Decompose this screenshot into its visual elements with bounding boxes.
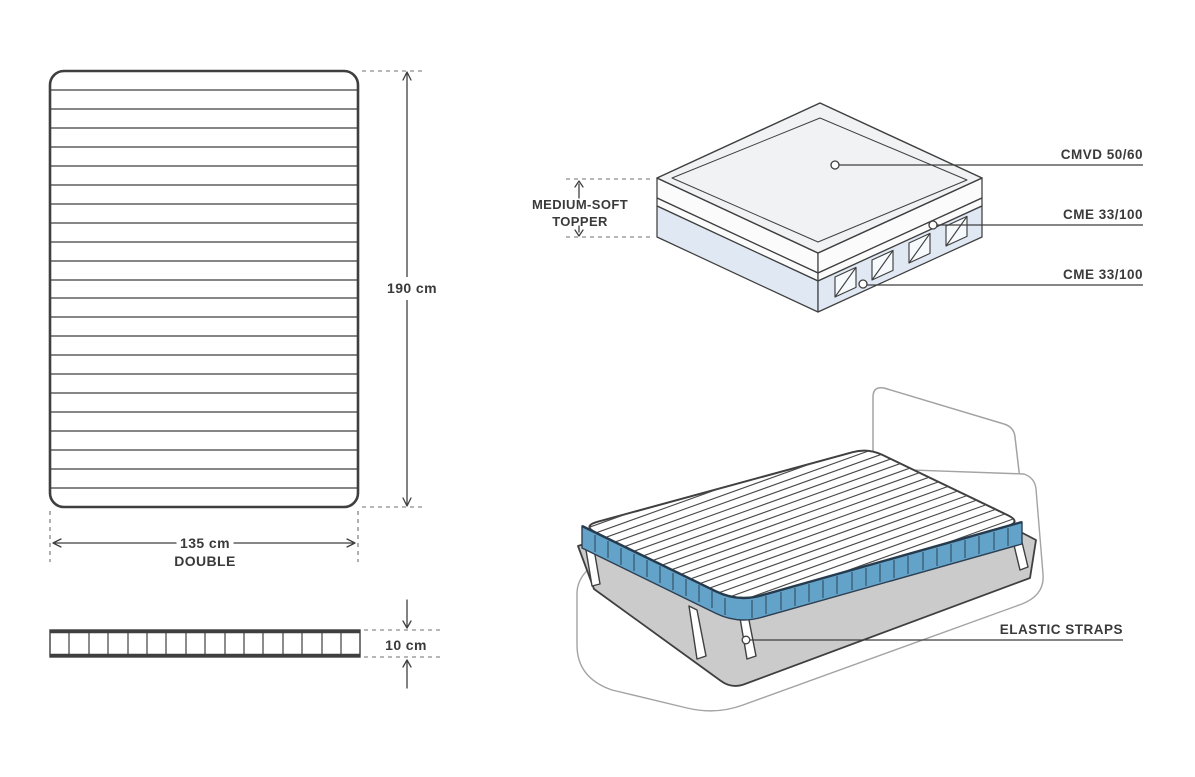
ventilation-holes [834, 215, 968, 298]
layer-mid-label: CME 33/100 [1063, 207, 1143, 222]
width-dimension: 135 cm DOUBLE [49, 511, 359, 569]
callout-dot-top-layer [830, 160, 840, 170]
thickness-label: 10 cm [385, 637, 427, 653]
elastic-straps [585, 533, 1029, 660]
cell-dividers [68, 633, 342, 654]
callout-dot-mid-layer [928, 220, 938, 230]
thickness-dimension: 10 cm [364, 599, 442, 689]
band-top-edge [581, 520, 1023, 600]
strap-front-left [688, 605, 707, 660]
straps-label: ELASTIC STRAPS [1000, 622, 1123, 637]
topper-thickness-dimension: MEDIUM-SOFT TOPPER [532, 178, 654, 238]
height-dimension: 190 cm [362, 70, 444, 508]
band-segments [594, 528, 1009, 618]
layer-diagram: MEDIUM-SOFT TOPPER CMVD 50/60 CME 33/100… [532, 102, 1143, 313]
slab-top-face [656, 102, 983, 254]
width-label: 135 cm [180, 535, 230, 551]
height-label: 190 cm [387, 280, 437, 296]
layer-top-label: CMVD 50/60 [1061, 147, 1143, 162]
callout-dot-low-layer [858, 279, 868, 289]
straps-callout: ELASTIC STRAPS [741, 622, 1123, 645]
layer-low-label: CME 33/100 [1063, 267, 1143, 282]
side-view: 10 cm [49, 599, 442, 689]
layer-callouts: CMVD 50/60 CME 33/100 CME 33/100 [830, 147, 1143, 289]
size-label: DOUBLE [174, 553, 236, 569]
bed-view: ELASTIC STRAPS [576, 386, 1123, 712]
topper-outline [48, 69, 360, 509]
left-faces [656, 177, 819, 313]
topper-label-line1: MEDIUM-SOFT [532, 197, 628, 212]
top-face-seam [671, 117, 968, 243]
quilt-lines [50, 89, 358, 489]
top-view: 190 cm 135 cm DOUBLE [48, 69, 444, 569]
topper-label-line2: TOPPER [552, 214, 608, 229]
callout-dot-straps [741, 635, 751, 645]
